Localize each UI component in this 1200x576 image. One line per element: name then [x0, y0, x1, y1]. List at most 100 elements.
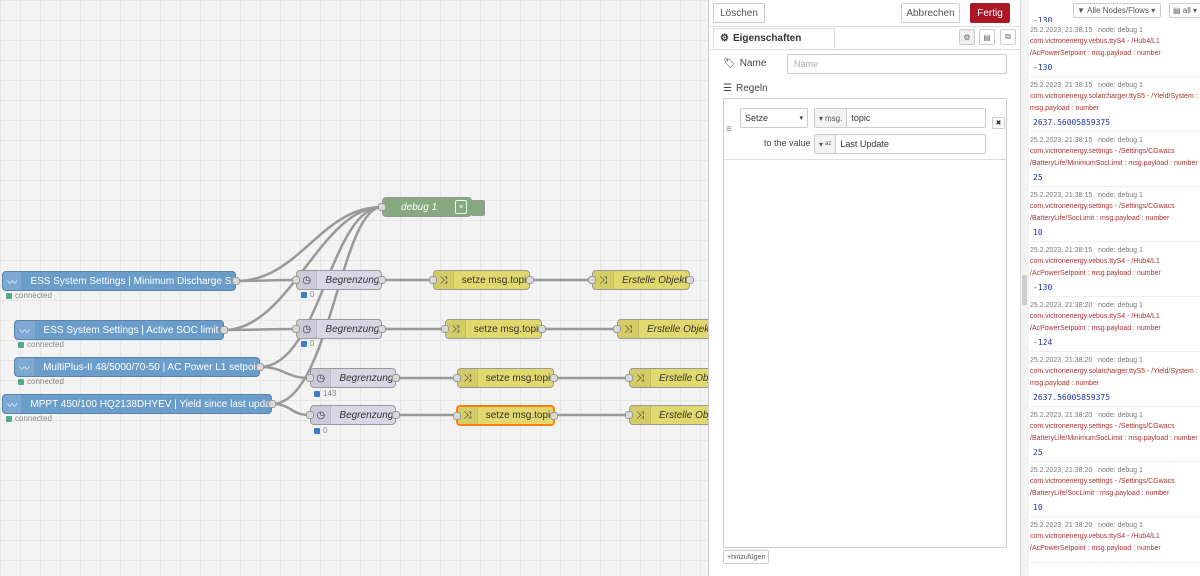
node-label: setze msg.topic [461, 274, 529, 286]
output-port[interactable] [378, 325, 386, 333]
debug-toggle-button[interactable] [471, 200, 485, 216]
add-rule-button[interactable]: +hinzufügen [723, 550, 770, 564]
output-port[interactable] [526, 276, 534, 284]
flow-canvas[interactable]: debug 1 ≡ 〰 ESS System Settings | Minimu… [0, 0, 708, 576]
cancel-button[interactable]: Abbrechen [901, 3, 960, 23]
output-port[interactable] [392, 411, 400, 419]
output-port[interactable] [268, 400, 276, 408]
message-value[interactable]: 25 [1033, 173, 1043, 182]
message-topic[interactable]: com.victronenergy.settings - /Settings/C… [1030, 203, 1175, 222]
input-port[interactable] [441, 325, 449, 333]
appearance-tab-icon[interactable]: ⧉ [1000, 29, 1016, 45]
name-field[interactable]: Name [787, 54, 1007, 74]
message-value[interactable]: 25 [1033, 448, 1043, 457]
change-node[interactable]: ⤨ setze msg.topic [429, 270, 534, 290]
victron-input-node[interactable]: 〰 ESS System Settings | Minimum Discharg… [2, 271, 240, 291]
function-node[interactable]: ⤨ Erstelle Objekt [613, 319, 708, 339]
change-node[interactable]: ⤨ setze msg.topic [441, 319, 546, 339]
function-node[interactable]: ⤨ Erstelle Objekt [625, 368, 708, 388]
output-port[interactable] [256, 363, 264, 371]
message-topic[interactable]: com.victronenergy.solarcharger.ttyS5 - /… [1030, 93, 1198, 112]
victron-input-node[interactable]: 〰 ESS System Settings | Active SOC limit… [14, 320, 228, 340]
output-port[interactable] [538, 325, 546, 333]
value-field[interactable]: ▾ az Last Update [814, 134, 986, 154]
remove-rule-button[interactable]: ✖ [992, 117, 1005, 129]
message-topic[interactable]: com.victronenergy.settings - /Settings/C… [1030, 478, 1175, 497]
change-node-selected[interactable]: ⤨ setze msg.topic [453, 405, 558, 426]
description-tab-icon[interactable]: ▤ [979, 29, 995, 45]
scroll-thumb[interactable] [1022, 275, 1027, 305]
output-port[interactable] [220, 326, 228, 334]
message-topic[interactable]: com.victronenergy.vebus.ttyS4 - /Hub4/L1… [1030, 258, 1161, 277]
input-port[interactable] [292, 325, 300, 333]
message-value[interactable]: 2637.56005859375 [1033, 118, 1111, 127]
debug-node[interactable]: debug 1 ≡ [378, 197, 485, 217]
filter-select[interactable]: ▼ Alle Nodes/Flows ▾ [1073, 3, 1161, 18]
property-field[interactable]: ▾ msg. topic [814, 108, 986, 128]
input-port[interactable] [429, 276, 437, 284]
change-node[interactable]: ⤨ setze msg.topic [453, 368, 558, 388]
input-port[interactable] [613, 325, 621, 333]
node-status: connected [6, 414, 52, 423]
limit-node[interactable]: ◷ Begrenzung [292, 319, 386, 339]
function-node[interactable]: ⤨ Erstelle Objekt [625, 405, 708, 425]
limit-node[interactable]: ◷ Begrenzung [306, 405, 400, 425]
output-port[interactable] [550, 374, 558, 382]
message-topic[interactable]: com.victronenergy.settings - /Settings/C… [1030, 423, 1198, 442]
shuffle-icon: ⤨ [618, 320, 639, 338]
node-label: Begrenzung [325, 323, 380, 335]
message-value[interactable]: -130 [1033, 283, 1053, 292]
message-topic[interactable]: com.victronenergy.settings - /Settings/C… [1030, 148, 1198, 167]
drag-handle-icon[interactable]: ≡ [726, 124, 732, 135]
victron-input-node[interactable]: 〰 MPPT 450/100 HQ2138DHYEV | Yield since… [2, 394, 276, 414]
output-port[interactable] [392, 374, 400, 382]
delete-button[interactable]: Löschen [713, 3, 765, 23]
sidebar-scrollbar[interactable] [1021, 0, 1029, 576]
message-topic[interactable]: com.victronenergy.solarcharger.ttyS5 - /… [1030, 368, 1198, 387]
input-port[interactable] [588, 276, 596, 284]
function-node[interactable]: ⤨ Erstelle Objekt [588, 270, 694, 290]
input-port[interactable] [625, 374, 633, 382]
output-port[interactable] [378, 276, 386, 284]
victron-input-node[interactable]: 〰 MultiPlus-II 48/5000/70-50 | AC Power … [14, 357, 264, 377]
input-port[interactable] [306, 411, 314, 419]
message-topic[interactable]: com.victronenergy.vebus.ttyS4 - /Hub4/L1… [1030, 533, 1161, 552]
list-icon: ≡ [455, 200, 467, 214]
input-port[interactable] [292, 276, 300, 284]
tab-properties[interactable]: ⚙ Eigenschaften [713, 28, 835, 49]
input-port[interactable] [378, 203, 386, 211]
message-topic[interactable]: com.victronenergy.vebus.ttyS4 - /Hub4/L1… [1030, 38, 1161, 57]
output-port[interactable] [550, 412, 558, 420]
input-port[interactable] [453, 374, 461, 382]
output-port[interactable] [686, 276, 694, 284]
message-topic[interactable]: com.victronenergy.vebus.ttyS4 - /Hub4/L1… [1030, 313, 1161, 332]
message-value[interactable]: 2637.56005859375 [1033, 393, 1111, 402]
tray-header: Löschen Abbrechen Fertig [709, 0, 1020, 27]
type-select[interactable]: ▾ msg. [815, 109, 848, 127]
action-select[interactable]: Setze ▾ [740, 108, 808, 128]
clear-select[interactable]: ▤ all ▾ [1169, 3, 1200, 18]
value-type-select[interactable]: ▾ az [815, 135, 837, 153]
message-value[interactable]: -130 [1033, 63, 1053, 72]
input-port[interactable] [625, 411, 633, 419]
settings-tab-icon[interactable]: ⚙ [959, 29, 975, 45]
message-value[interactable]: 10 [1033, 228, 1043, 237]
done-button[interactable]: Fertig [970, 3, 1010, 23]
limit-node[interactable]: ◷ Begrenzung [292, 270, 386, 290]
output-port[interactable] [232, 277, 240, 285]
message-value[interactable]: -124 [1033, 338, 1053, 347]
message-value[interactable]: 10 [1033, 503, 1043, 512]
input-port[interactable] [306, 374, 314, 382]
input-port[interactable] [453, 412, 461, 420]
limit-node[interactable]: ◷ Begrenzung [306, 368, 400, 388]
